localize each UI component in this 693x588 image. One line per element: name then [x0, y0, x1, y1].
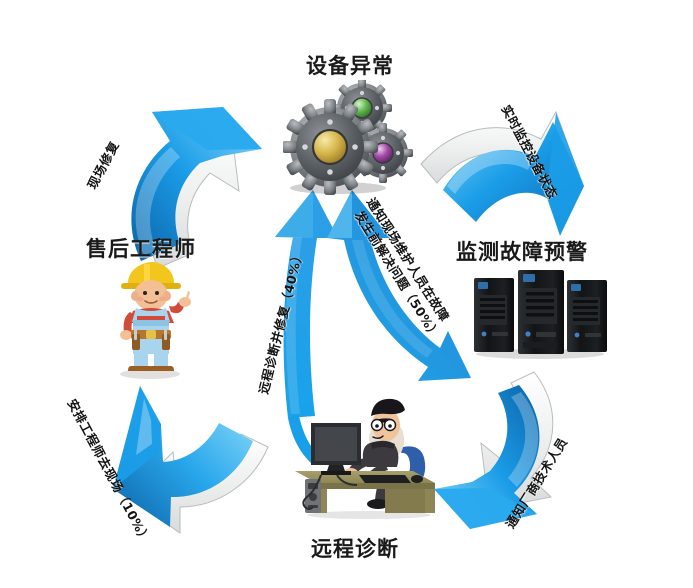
operator-at-desk-icon: [295, 398, 435, 519]
arrow-notify-onsite-maintenance: [327, 190, 471, 381]
hard-hat: [121, 262, 181, 289]
gears-icon: [283, 80, 413, 195]
field-engineer-icon: [120, 262, 191, 379]
server-tower-center: [518, 270, 564, 354]
arrow-arrange-engineer-onsite: [113, 386, 269, 534]
cable: [302, 474, 322, 510]
keyboard: [359, 475, 411, 483]
gear-main-gold: [283, 99, 378, 195]
cable-secondary: [336, 474, 358, 486]
arrow-monitor-equipment-status: [420, 110, 584, 236]
node-label-fault-monitoring-alert: 监测故障预警: [456, 240, 588, 264]
servers-icon: [474, 270, 607, 359]
server-tower-left: [474, 278, 514, 352]
node-label-equipment-abnormality: 设备异常: [306, 54, 394, 78]
arrow-onsite-repair: [131, 107, 262, 269]
monitor: [311, 423, 361, 475]
arrow-notify-vendor-technicians: [434, 371, 554, 529]
node-label-remote-diagnosis: 远程诊断: [311, 537, 399, 561]
server-tower-right: [567, 280, 607, 352]
mouse: [411, 475, 423, 483]
node-label-after-sales-engineer: 售后工程师: [86, 237, 196, 261]
